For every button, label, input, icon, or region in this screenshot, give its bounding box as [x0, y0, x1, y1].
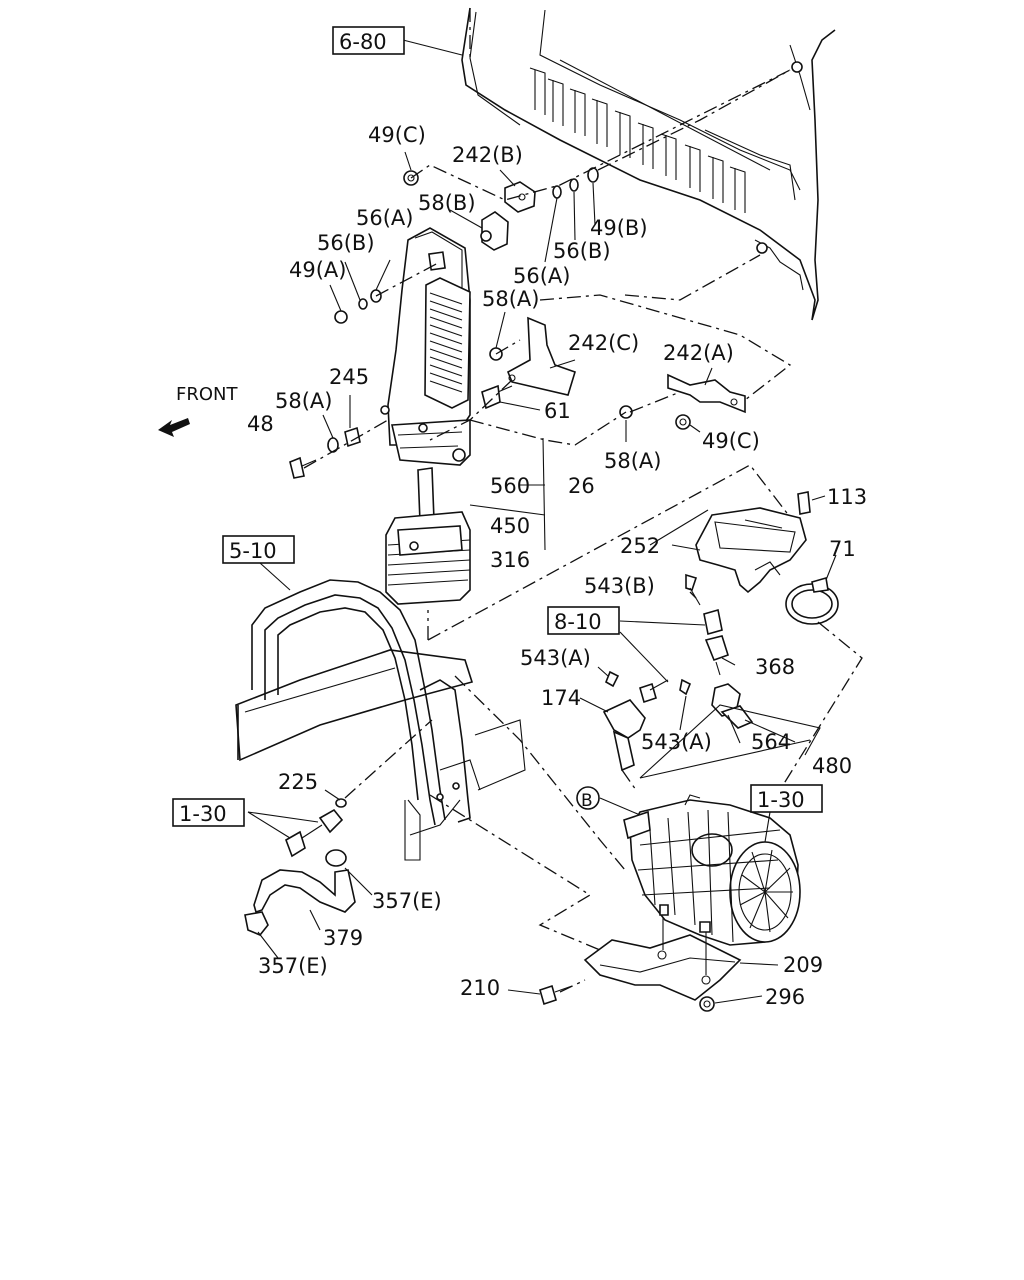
label-49c-bottom: 49(C)	[702, 429, 760, 453]
label-242b: 242(B)	[452, 143, 523, 167]
air-intake-duct	[380, 227, 471, 466]
label-49b: 49(B)	[590, 216, 648, 240]
label-560: 560	[490, 474, 530, 498]
label-56b-right: 56(B)	[553, 239, 611, 263]
label-357e-right: 357(E)	[372, 889, 442, 913]
label-316: 316	[490, 548, 530, 572]
label-58a-left: 58(A)	[275, 389, 332, 413]
label-242c: 242(C)	[568, 331, 639, 355]
label-368: 368	[755, 655, 795, 679]
drain-hose-assembly	[244, 789, 373, 959]
front-direction-indicator	[158, 418, 190, 437]
label-56b-left: 56(B)	[317, 231, 375, 255]
label-242a: 242(A)	[663, 341, 734, 365]
label-357e-left: 357(E)	[258, 954, 328, 978]
part-labels: 6-80 5-10 8-10 1-30 1-30 49(C) 242(B) 56…	[176, 30, 867, 1009]
label-245: 245	[329, 365, 369, 389]
label-543b: 543(B)	[584, 574, 655, 598]
label-113: 113	[827, 485, 867, 509]
label-564: 564	[751, 730, 791, 754]
intake-hose-assembly	[385, 467, 471, 605]
air-cleaner-inlet	[695, 491, 839, 625]
label-296: 296	[765, 985, 805, 1009]
air-cleaner-body	[623, 794, 801, 946]
ref-label-8-10: 8-10	[554, 610, 602, 634]
label-49a: 49(A)	[289, 258, 346, 282]
label-front: FRONT	[176, 384, 238, 405]
ref-label-5-10: 5-10	[229, 539, 277, 563]
label-543a-right: 543(A)	[641, 730, 712, 754]
label-56a-top: 56(A)	[356, 206, 413, 230]
ref-label-6-80: 6-80	[339, 30, 387, 54]
label-480: 480	[812, 754, 852, 778]
ref-label-1-30-right: 1-30	[757, 788, 805, 812]
label-209: 209	[783, 953, 823, 977]
bracket-hardware	[289, 167, 746, 479]
reference-boxes	[172, 26, 823, 843]
label-58a-bottom: 58(A)	[604, 449, 661, 473]
label-252: 252	[620, 534, 660, 558]
label-49c-top: 49(C)	[368, 123, 426, 147]
label-450: 450	[490, 514, 530, 538]
label-58a-mid: 58(A)	[482, 287, 539, 311]
label-48: 48	[247, 412, 274, 436]
label-225: 225	[278, 770, 318, 794]
label-56a-right: 56(A)	[513, 264, 570, 288]
label-b: B	[581, 791, 593, 811]
label-543a-left: 543(A)	[520, 646, 591, 670]
label-58b: 58(B)	[418, 191, 476, 215]
cab-back-panel	[461, 7, 836, 321]
ref-label-1-30-left: 1-30	[179, 802, 227, 826]
label-174: 174	[541, 686, 581, 710]
leader-lines-top	[303, 39, 801, 641]
label-26: 26	[568, 474, 595, 498]
label-210: 210	[460, 976, 500, 1000]
label-71: 71	[829, 537, 856, 561]
mounting-bracket	[507, 797, 779, 1012]
label-379: 379	[323, 926, 363, 950]
leader-lines-sensor	[579, 495, 863, 791]
vehicle-frame	[235, 579, 626, 951]
label-61: 61	[544, 399, 571, 423]
